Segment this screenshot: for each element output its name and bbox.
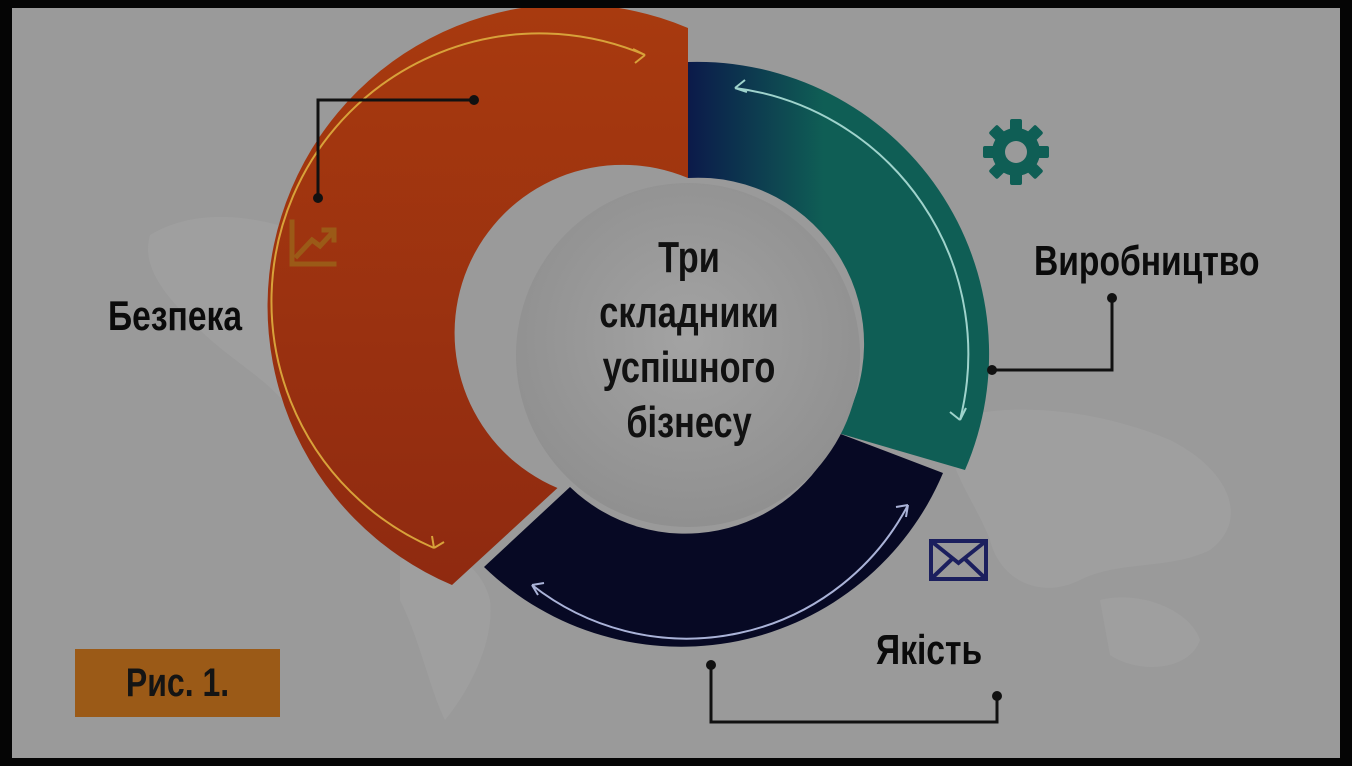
segment-yakist — [484, 433, 943, 647]
center-circle — [516, 183, 860, 527]
cycle-arrows — [270, 32, 970, 640]
connector-arrowhead — [469, 95, 479, 105]
center-title-line: бізнесу — [626, 398, 752, 447]
figure-label: Рис. 1. — [125, 660, 230, 705]
envelope-icon — [929, 539, 988, 581]
connector-dot — [992, 691, 1002, 701]
segment-vyrobnytstvo — [688, 61, 990, 470]
center-title-line: успішного — [602, 343, 776, 392]
center-title: Три складники успішного бізнесу — [560, 230, 817, 450]
cycle-diagram — [148, 8, 1231, 724]
connector-dot — [987, 365, 997, 375]
connector-dot — [1107, 293, 1117, 303]
segment-bezpeka — [267, 8, 688, 585]
figure-label-badge: Рис. 1. — [75, 649, 280, 717]
connector-lines — [316, 98, 1114, 724]
diagram-frame: Три складники успішного бізнесу Безпека … — [12, 8, 1340, 758]
label-vyrobnytstvo: Виробництво — [1034, 237, 1260, 284]
label-yakist: Якість — [876, 626, 983, 673]
label-bezpeka: Безпека — [108, 292, 243, 339]
growth-chart-icon — [289, 219, 337, 267]
center-title-line: Три — [658, 233, 720, 282]
center-title-line: складники — [599, 288, 779, 337]
gear-icon — [983, 119, 1049, 185]
connector-dot — [706, 660, 716, 670]
connector-dot — [313, 193, 323, 203]
